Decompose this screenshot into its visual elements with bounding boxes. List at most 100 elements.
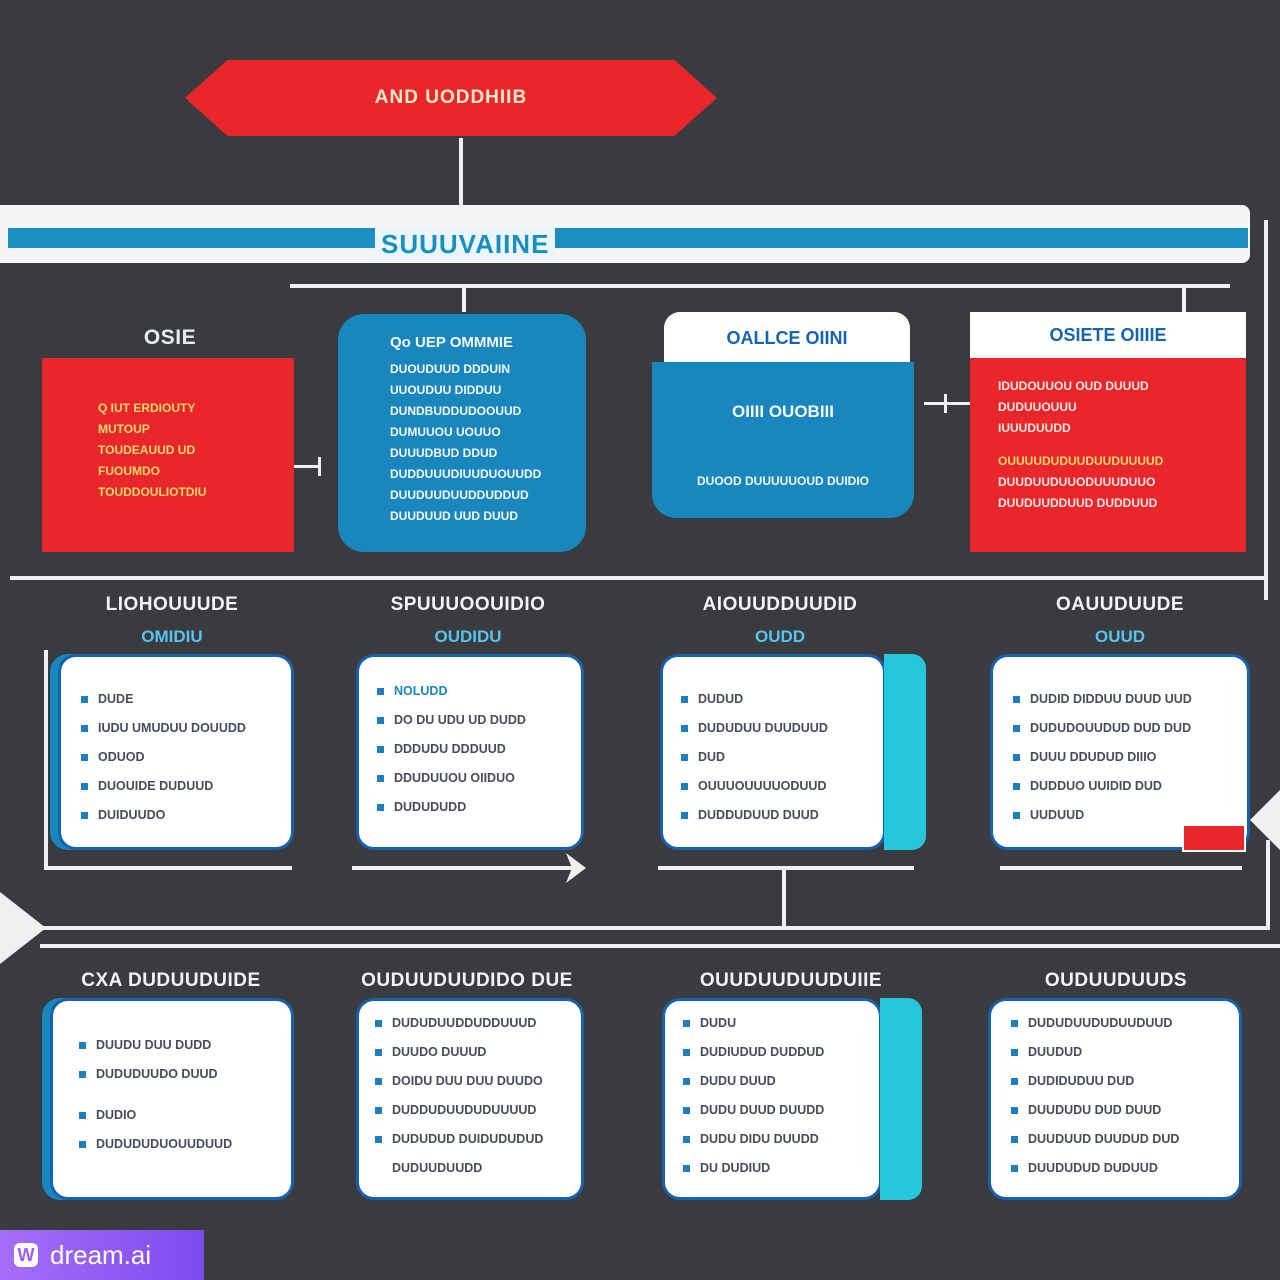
list-item: DUDUUDUUDD: [392, 1161, 483, 1175]
connector-line: [658, 866, 914, 870]
box-heading: OSIE: [143, 326, 197, 349]
connector-line: [40, 944, 1280, 948]
red-info-box: Q IUT ERDIOUTY MUTOUP TOUDEAUUD UD FUOUM…: [42, 358, 294, 552]
list-item: DUUU DDUDUD DIIIO: [1013, 743, 1247, 772]
bullet-icon: [1013, 754, 1020, 761]
box-line: DUUDUUDDUUD DUDDUUD: [998, 496, 1158, 510]
box-line: Q IUT ERDIOUTY: [98, 401, 196, 415]
box-center-text: OIIII OUOBIII: [731, 402, 834, 421]
list-item: DUUDUD: [1011, 1038, 1239, 1067]
list-item: DUDIUDUD DUDDUD: [683, 1038, 879, 1067]
bullet-icon: [1011, 1136, 1018, 1143]
bullet-icon: [375, 1049, 382, 1056]
box-cap: OSIETE OIIIIE: [970, 312, 1246, 358]
box-body: OIIII OUOBIII DUOOD DUUUUUOUD DUIDIO: [652, 362, 914, 518]
list-item: DUDUDUUDDUDDUUUD: [375, 1009, 581, 1038]
column-title: OUDUUDUUDIDO DUE: [361, 970, 573, 991]
list-item: DUDID DIDDUU DUUD UUD: [1013, 685, 1247, 714]
bullet-icon: [375, 1107, 382, 1114]
list-item: UUDUUD: [1013, 801, 1247, 830]
box-line: DUDUUOUUU: [998, 400, 1077, 414]
list-item: DUDDUO UUIDID DUD: [1013, 772, 1247, 801]
bullet-icon: [375, 1020, 382, 1027]
column-subtitle: OUDIDU: [434, 627, 502, 646]
list-item: DUDU DUUD DUUDD: [683, 1096, 879, 1125]
bottom-flow-line: [34, 926, 1268, 930]
box-heading: Qo UEP OMMMIE: [390, 334, 514, 351]
box-line: UUOUDUU DIDDUU: [390, 383, 502, 397]
list-item: DUUDUUD DUUDUD DUD: [1011, 1125, 1239, 1154]
box-line: FUOUMDO: [98, 464, 160, 478]
list-item: DOIDU DUU DUU DUUDO: [375, 1067, 581, 1096]
box-line: TOUDDOULIOTDIU: [98, 485, 207, 499]
column-title: CXA DUDUUDUIDE: [81, 970, 261, 991]
bullet-icon: [377, 746, 384, 753]
box-line: DUOUDUUD DDDUIN: [390, 362, 510, 376]
bullet-icon: [81, 812, 88, 819]
bullet-icon: [1013, 725, 1020, 732]
bullet-icon: [1011, 1078, 1018, 1085]
box-line: IDUDOUUOU OUD DUUUD: [998, 379, 1149, 393]
blue-info-box: Qo UEP OMMMIE DUOUDUUD DDDUIN UUOUDUU DI…: [338, 314, 586, 552]
column-title: LIOHOUUUDE: [105, 594, 239, 615]
info-card: DUDUDUUDUDUUDUUD DUUDUD DUDIDUDUU DUD DU…: [988, 998, 1242, 1200]
blue-cap-box: OALLCE OIINI OIIII OUOBIII DUOOD DUUUUUO…: [652, 312, 914, 518]
bullet-icon: [683, 1020, 690, 1027]
connector-line: [944, 394, 947, 413]
list-item: NOLUDD: [377, 677, 581, 706]
bullet-icon: [1013, 696, 1020, 703]
list-item: DUDUDUD DUIDUDUDUD: [375, 1125, 581, 1154]
header-bar-stripe: [8, 228, 1248, 248]
dream-logo-icon: W: [14, 1243, 38, 1267]
connector-line: [924, 402, 972, 405]
bullet-icon: [1011, 1107, 1018, 1114]
connector-line: [352, 866, 578, 870]
connector-line: [782, 870, 786, 928]
list-item: IUDU UMUDUU DOUUDD: [81, 714, 291, 743]
bullet-icon: [683, 1165, 690, 1172]
info-card: DUDID DIDDUU DUUD UUD DUDUDOUUDUD DUD DU…: [990, 654, 1250, 850]
bullet-icon: [377, 717, 384, 724]
connector-line: [462, 288, 466, 312]
connector-line: [318, 457, 321, 476]
bullet-icon: [81, 725, 88, 732]
connector-line: [44, 866, 292, 870]
bullet-icon: [681, 783, 688, 790]
info-card: DUDU DUDIUDUD DUDDUD DUDU DUUD DUDU DUUD…: [662, 998, 882, 1200]
bullet-icon: [375, 1078, 382, 1085]
column-subtitle: OUUD: [1094, 627, 1146, 646]
bullet-icon: [683, 1107, 690, 1114]
list-item: DU DUDIUD: [683, 1154, 879, 1183]
top-banner: AND UODDHIIB: [185, 60, 717, 136]
list-item: DUIDUUDO: [81, 801, 291, 830]
watermark-badge[interactable]: W dream.ai: [0, 1230, 204, 1280]
list-item: DUDUDOUUDUD DUD DUD: [1013, 714, 1247, 743]
connector-line: [1000, 866, 1242, 870]
bullet-icon: [377, 688, 384, 695]
box-line: DUUUDBUD DDUD: [390, 446, 498, 460]
box-line: DUDDUUUDIUUDUOUUDD: [390, 467, 542, 481]
box-line: DUNDBUDDUDOOUUD: [390, 404, 522, 418]
connector-line: [44, 650, 48, 870]
bullet-icon: [79, 1042, 86, 1049]
box-line: IUUUDUUDD: [998, 421, 1071, 435]
list-item: DUD: [681, 743, 883, 772]
divider-line: [10, 576, 1268, 580]
box-body: IDUDOUUOU OUD DUUUD DUDUUOUUU IUUUDUUDD …: [970, 358, 1246, 552]
list-item: DUDIDUDUU DUD: [1011, 1067, 1239, 1096]
list-item: DO DU UDU UD DUDD: [377, 706, 581, 735]
box-line: TOUDEAUUD UD: [98, 443, 196, 457]
bullet-icon: [1013, 812, 1020, 819]
bullet-icon: [683, 1136, 690, 1143]
info-card: DUDUD DUDUDUU DUUDUUD DUD OUUUOUUUUODUUD…: [660, 654, 886, 850]
bullet-icon: [1011, 1165, 1018, 1172]
bullet-icon: [1013, 783, 1020, 790]
list-item: DDDUDU DDDUUD: [377, 735, 581, 764]
list-item: DUDUD: [681, 685, 883, 714]
list-item: DUDIO: [79, 1101, 291, 1130]
bullet-icon: [377, 804, 384, 811]
bullet-icon: [1011, 1049, 1018, 1056]
list-item: ODUOD: [81, 743, 291, 772]
header-bar-label: SUUUVAIINE: [375, 228, 556, 260]
box-line: DUMUUOU UOUUO: [390, 425, 501, 439]
